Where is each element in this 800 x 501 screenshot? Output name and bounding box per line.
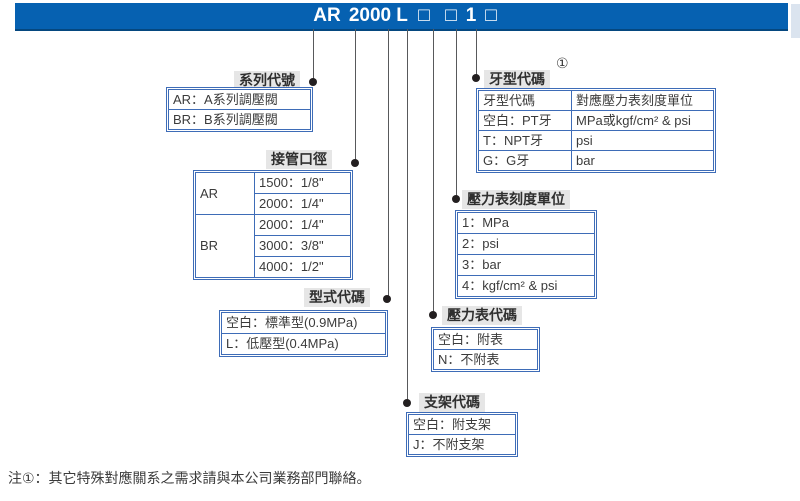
table-cell: AR：A系列調壓閥 [168, 89, 311, 110]
connector-dot-thread [472, 74, 480, 82]
connector-line-gauge-unit [456, 29, 457, 196]
gauge-code-heading: 壓力表代碼 [442, 306, 522, 325]
type-code-heading: 型式代碼 [304, 288, 370, 307]
table-row: AR 1500：1/8" [195, 172, 351, 215]
table-row: 2：psi [457, 233, 595, 255]
model-part-port-size: 2000 [348, 5, 392, 26]
model-part-type: L [396, 5, 408, 26]
connector-dot-port-size [351, 159, 359, 167]
table-cell: bar [571, 150, 714, 171]
type-code-table: 空白：標準型(0.9MPa) L：低壓型(0.4MPa) [219, 310, 388, 357]
table-row: 空白：PT牙 MPa或kgf/cm² & psi [478, 110, 714, 131]
model-part-series: AR [313, 5, 341, 26]
table-cell: 牙型代碼 [478, 90, 572, 111]
table-row: AR：A系列調壓閥 [168, 89, 311, 110]
series-code-table: AR：A系列調壓閥 BR：B系列調壓閥 [166, 87, 313, 132]
table-cell: 空白：PT牙 [478, 110, 572, 131]
table-cell: 1500：1/8" [254, 172, 351, 194]
table-row: 4000：1/2" [196, 256, 351, 278]
table-cell: 3000：3/8" [254, 235, 351, 257]
table-cell: 空白：標準型(0.9MPa) [221, 312, 386, 334]
model-part-gauge-unit: 1 [465, 5, 477, 26]
table-row: 空白：附支架 [408, 414, 516, 435]
thread-code-heading: 牙型代碼 [484, 70, 550, 89]
model-part-bracket-box: □ [418, 5, 430, 26]
table-cell: MPa或kgf/cm² & psi [571, 110, 714, 131]
table-cell: 1：MPa [457, 212, 595, 234]
bracket-code-heading: 支架代碼 [419, 393, 485, 412]
thread-code-table: 牙型代碼 對應壓力表刻度單位 空白：PT牙 MPa或kgf/cm² & psi … [476, 88, 716, 173]
model-code-bar: AR 2000 L □ □ 1 □ [15, 3, 788, 31]
table-row: 3：bar [457, 254, 595, 276]
connector-dot-gauge-unit [452, 195, 460, 203]
table-cell: 對應壓力表刻度單位 [571, 90, 714, 111]
connector-line-port-size [355, 29, 356, 160]
model-part-thread-box: □ [485, 5, 497, 26]
table-cell: 空白：附支架 [408, 414, 516, 435]
table-row: 4：kgf/cm² & psi [457, 275, 595, 297]
table-cell: 3：bar [457, 254, 595, 276]
table-cell: 4000：1/2" [254, 256, 351, 278]
connector-line-type [388, 29, 389, 296]
table-cell: G：G牙 [478, 150, 572, 171]
connector-line-bracket [407, 29, 408, 400]
table-cell: 空白：附表 [433, 329, 538, 350]
port-size-table: AR 1500：1/8" 2000：1/4" BR 2000：1/4" 3000… [193, 170, 353, 280]
connector-line-gauge-code [433, 29, 434, 312]
gauge-unit-heading: 壓力表刻度單位 [462, 190, 570, 209]
table-cell: 4：kgf/cm² & psi [457, 275, 595, 297]
table-row: 空白：附表 [433, 329, 538, 350]
table-cell: N：不附表 [433, 349, 538, 370]
table-row: N：不附表 [433, 349, 538, 370]
table-row: T：NPT牙 psi [478, 130, 714, 151]
port-size-heading: 接管口徑 [266, 150, 332, 169]
table-cell: BR：B系列調壓閥 [168, 109, 311, 130]
connector-dot-series [309, 78, 317, 86]
table-cell: 2000：1/4" [254, 193, 351, 215]
footnote-note: 注①：其它特殊對應關系之需求請與本公司業務部門聯絡。 [8, 470, 371, 486]
table-row: 3000：3/8" [196, 235, 351, 257]
table-row: G：G牙 bar [478, 150, 714, 171]
connector-line-series [313, 29, 314, 79]
connector-dot-bracket [403, 399, 411, 407]
table-cell: 2000：1/4" [254, 214, 351, 236]
connector-dot-type [383, 295, 391, 303]
table-cell: psi [571, 130, 714, 151]
table-row: L：低壓型(0.4MPa) [221, 333, 386, 355]
connector-dot-gauge-code [429, 311, 437, 319]
table-row: 1：MPa [457, 212, 595, 234]
table-cell: AR [195, 172, 255, 215]
model-part-gauge-box: □ [445, 5, 457, 26]
table-row: 空白：標準型(0.9MPa) [221, 312, 386, 334]
gauge-unit-table: 1：MPa 2：psi 3：bar 4：kgf/cm² & psi [455, 210, 597, 299]
table-row: J：不附支架 [408, 434, 516, 455]
page-corner-strip [791, 4, 800, 38]
table-header-row: 牙型代碼 對應壓力表刻度單位 [478, 90, 714, 111]
series-code-heading: 系列代號 [234, 71, 300, 90]
table-cell: T：NPT牙 [478, 130, 572, 151]
table-cell: BR [195, 214, 255, 278]
footnote-mark: ① [556, 55, 569, 71]
table-row: BR：B系列調壓閥 [168, 109, 311, 130]
bracket-code-table: 空白：附支架 J：不附支架 [406, 412, 518, 457]
table-cell: 2：psi [457, 233, 595, 255]
table-cell: L：低壓型(0.4MPa) [221, 333, 386, 355]
table-row: BR 2000：1/4" [195, 214, 351, 278]
connector-line-thread [476, 29, 477, 75]
table-cell: J：不附支架 [408, 434, 516, 455]
gauge-code-table: 空白：附表 N：不附表 [431, 327, 540, 372]
